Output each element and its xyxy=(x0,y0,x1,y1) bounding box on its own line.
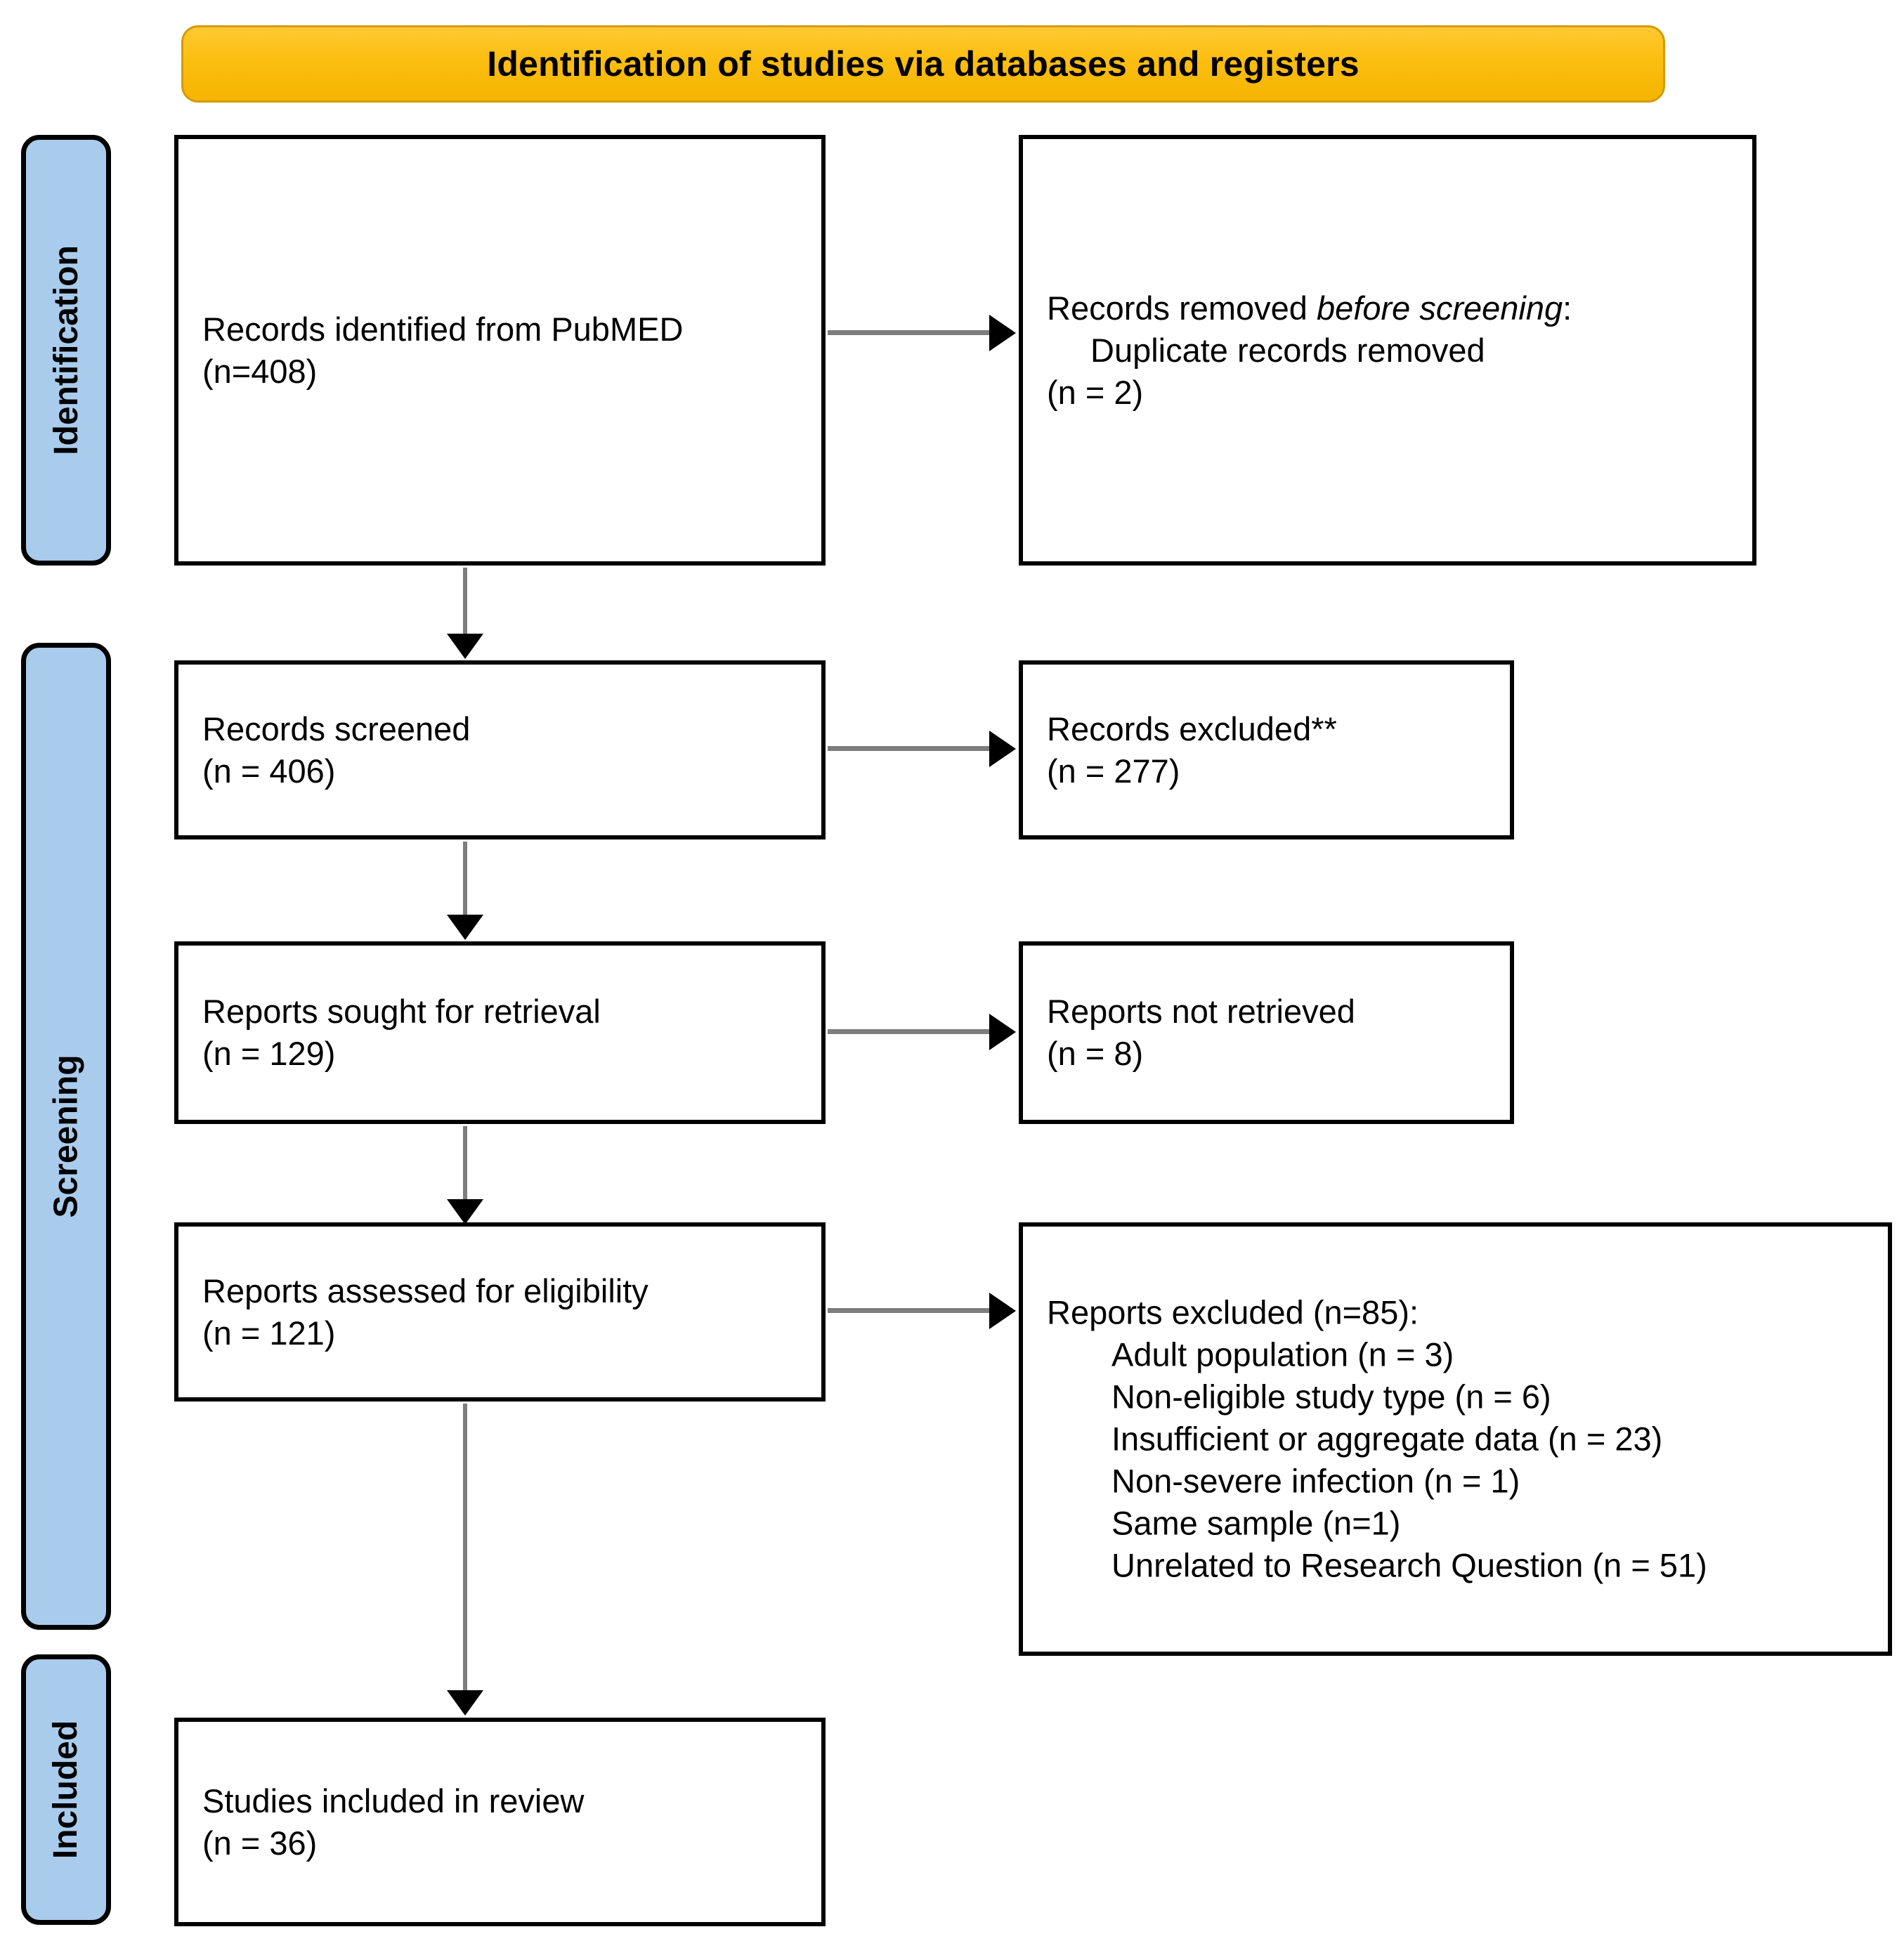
diagram-header-banner: Identification of studies via databases … xyxy=(181,25,1665,103)
records-removed-label-c: : xyxy=(1563,289,1572,327)
records-screened-count: (n = 406) xyxy=(202,752,336,790)
box-records-removed: Records removed before screening: Duplic… xyxy=(1019,135,1756,566)
reports-sought-count: (n = 129) xyxy=(202,1035,336,1072)
arrow-assessed-to-excluded xyxy=(828,1308,991,1313)
studies-included-label: Studies included in review xyxy=(202,1782,585,1819)
box-studies-included: Studies included in review (n = 36) xyxy=(174,1718,826,1926)
studies-included-count: (n = 36) xyxy=(202,1824,318,1862)
stage-label-identification-text: Identification xyxy=(47,245,85,455)
records-removed-count: (n = 2) xyxy=(1047,373,1144,411)
box-records-identified: Records identified from PubMED (n=408) xyxy=(174,135,826,566)
arrow-screened-to-excluded xyxy=(828,746,991,751)
records-screened-label: Records screened xyxy=(202,710,471,747)
stage-label-screening-text: Screening xyxy=(47,1054,85,1218)
records-identified-count: (n=408) xyxy=(202,352,318,390)
arrow-assessed-to-included xyxy=(463,1404,467,1692)
arrow-screened-to-sought xyxy=(463,842,467,916)
box-records-screened: Records screened (n = 406) xyxy=(174,660,826,839)
box-reports-excluded: Reports excluded (n=85): Adult populatio… xyxy=(1019,1222,1892,1656)
reports-excluded-reason: Non-severe infection (n = 1) xyxy=(1111,1462,1520,1500)
reports-sought-label: Reports sought for retrieval xyxy=(202,992,601,1030)
box-reports-not-retrieved: Reports not retrieved (n = 8) xyxy=(1019,941,1514,1124)
stage-label-included: Included xyxy=(21,1654,111,1925)
banner-title: Identification of studies via databases … xyxy=(487,44,1359,84)
records-removed-detail: Duplicate records removed xyxy=(1090,331,1485,369)
arrow-sought-to-not-retrieved xyxy=(828,1029,991,1034)
records-removed-label-a: Records removed xyxy=(1047,289,1317,327)
box-reports-sought: Reports sought for retrieval (n = 129) xyxy=(174,941,826,1124)
arrow-sought-to-assessed xyxy=(463,1126,467,1201)
reports-not-retrieved-label: Reports not retrieved xyxy=(1047,992,1355,1030)
reports-excluded-reason: Non-eligible study type (n = 6) xyxy=(1111,1378,1551,1416)
reports-excluded-reason: Insufficient or aggregate data (n = 23) xyxy=(1111,1420,1663,1458)
reports-excluded-heading: Reports excluded (n=85): xyxy=(1047,1293,1419,1331)
reports-excluded-reason: Adult population (n = 3) xyxy=(1111,1335,1454,1373)
records-removed-label: Records removed before screening: xyxy=(1047,287,1738,329)
reports-assessed-count: (n = 121) xyxy=(202,1314,336,1352)
arrow-identified-to-removed xyxy=(828,330,991,335)
box-records-excluded: Records excluded** (n = 277) xyxy=(1019,660,1514,839)
reports-assessed-label: Reports assessed for eligibility xyxy=(202,1272,648,1309)
reports-excluded-reason: Unrelated to Research Question (n = 51) xyxy=(1111,1546,1707,1584)
reports-excluded-reason: Same sample (n=1) xyxy=(1111,1504,1401,1542)
box-reports-assessed: Reports assessed for eligibility (n = 12… xyxy=(174,1222,826,1402)
stage-label-screening: Screening xyxy=(21,643,111,1630)
records-excluded-label: Records excluded** xyxy=(1047,710,1337,747)
records-removed-label-emphasis: before screening xyxy=(1317,289,1563,327)
records-identified-label: Records identified from PubMED xyxy=(202,310,684,348)
stage-label-included-text: Included xyxy=(47,1720,85,1860)
arrow-identified-to-screened xyxy=(463,568,467,635)
records-excluded-count: (n = 277) xyxy=(1047,752,1180,790)
stage-label-identification: Identification xyxy=(21,135,111,566)
reports-not-retrieved-count: (n = 8) xyxy=(1047,1035,1144,1072)
